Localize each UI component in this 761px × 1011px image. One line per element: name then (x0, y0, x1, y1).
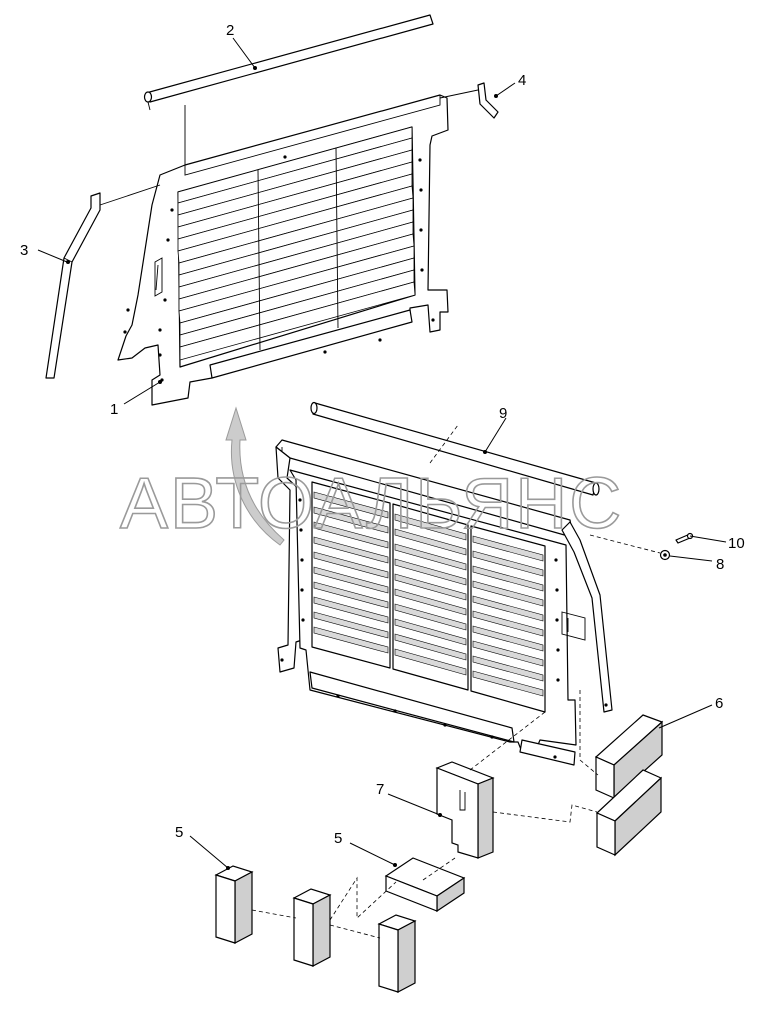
seal-strip-lower (310, 401, 600, 496)
grille-panel-lower (275, 439, 613, 766)
spacer-block-7 (435, 761, 495, 859)
louver-slats-lower (311, 481, 546, 713)
block-5-middle (292, 888, 332, 967)
block-5-single (384, 857, 466, 913)
callout-7: 7 (376, 781, 384, 798)
block-6-upper (594, 714, 664, 800)
callout-1: 1 (110, 401, 118, 418)
bracket-small (477, 82, 499, 119)
callout-8: 8 (716, 556, 724, 573)
nut (659, 549, 671, 561)
seal-strip-top (143, 14, 434, 165)
block-6-lower (595, 769, 663, 857)
seal-strip-left (45, 192, 101, 379)
callout-2: 2 (226, 22, 234, 39)
callout-5-middle: 5 (334, 830, 342, 847)
watermark: АВТОАЛЬЯНС (120, 464, 623, 544)
callout-4: 4 (518, 72, 526, 89)
callout-10: 10 (728, 535, 745, 552)
leader-lines (37, 37, 727, 870)
bolt (675, 532, 694, 544)
block-5-right (377, 914, 417, 993)
callout-5-left: 5 (175, 824, 183, 841)
grille-panel-upper (117, 94, 449, 406)
louver-slats-upper (177, 126, 416, 361)
callout-6: 6 (715, 695, 723, 712)
block-5-left (214, 865, 254, 944)
callout-3: 3 (20, 242, 28, 259)
callout-9: 9 (499, 405, 507, 422)
curved-up-arrow-icon (225, 406, 285, 546)
